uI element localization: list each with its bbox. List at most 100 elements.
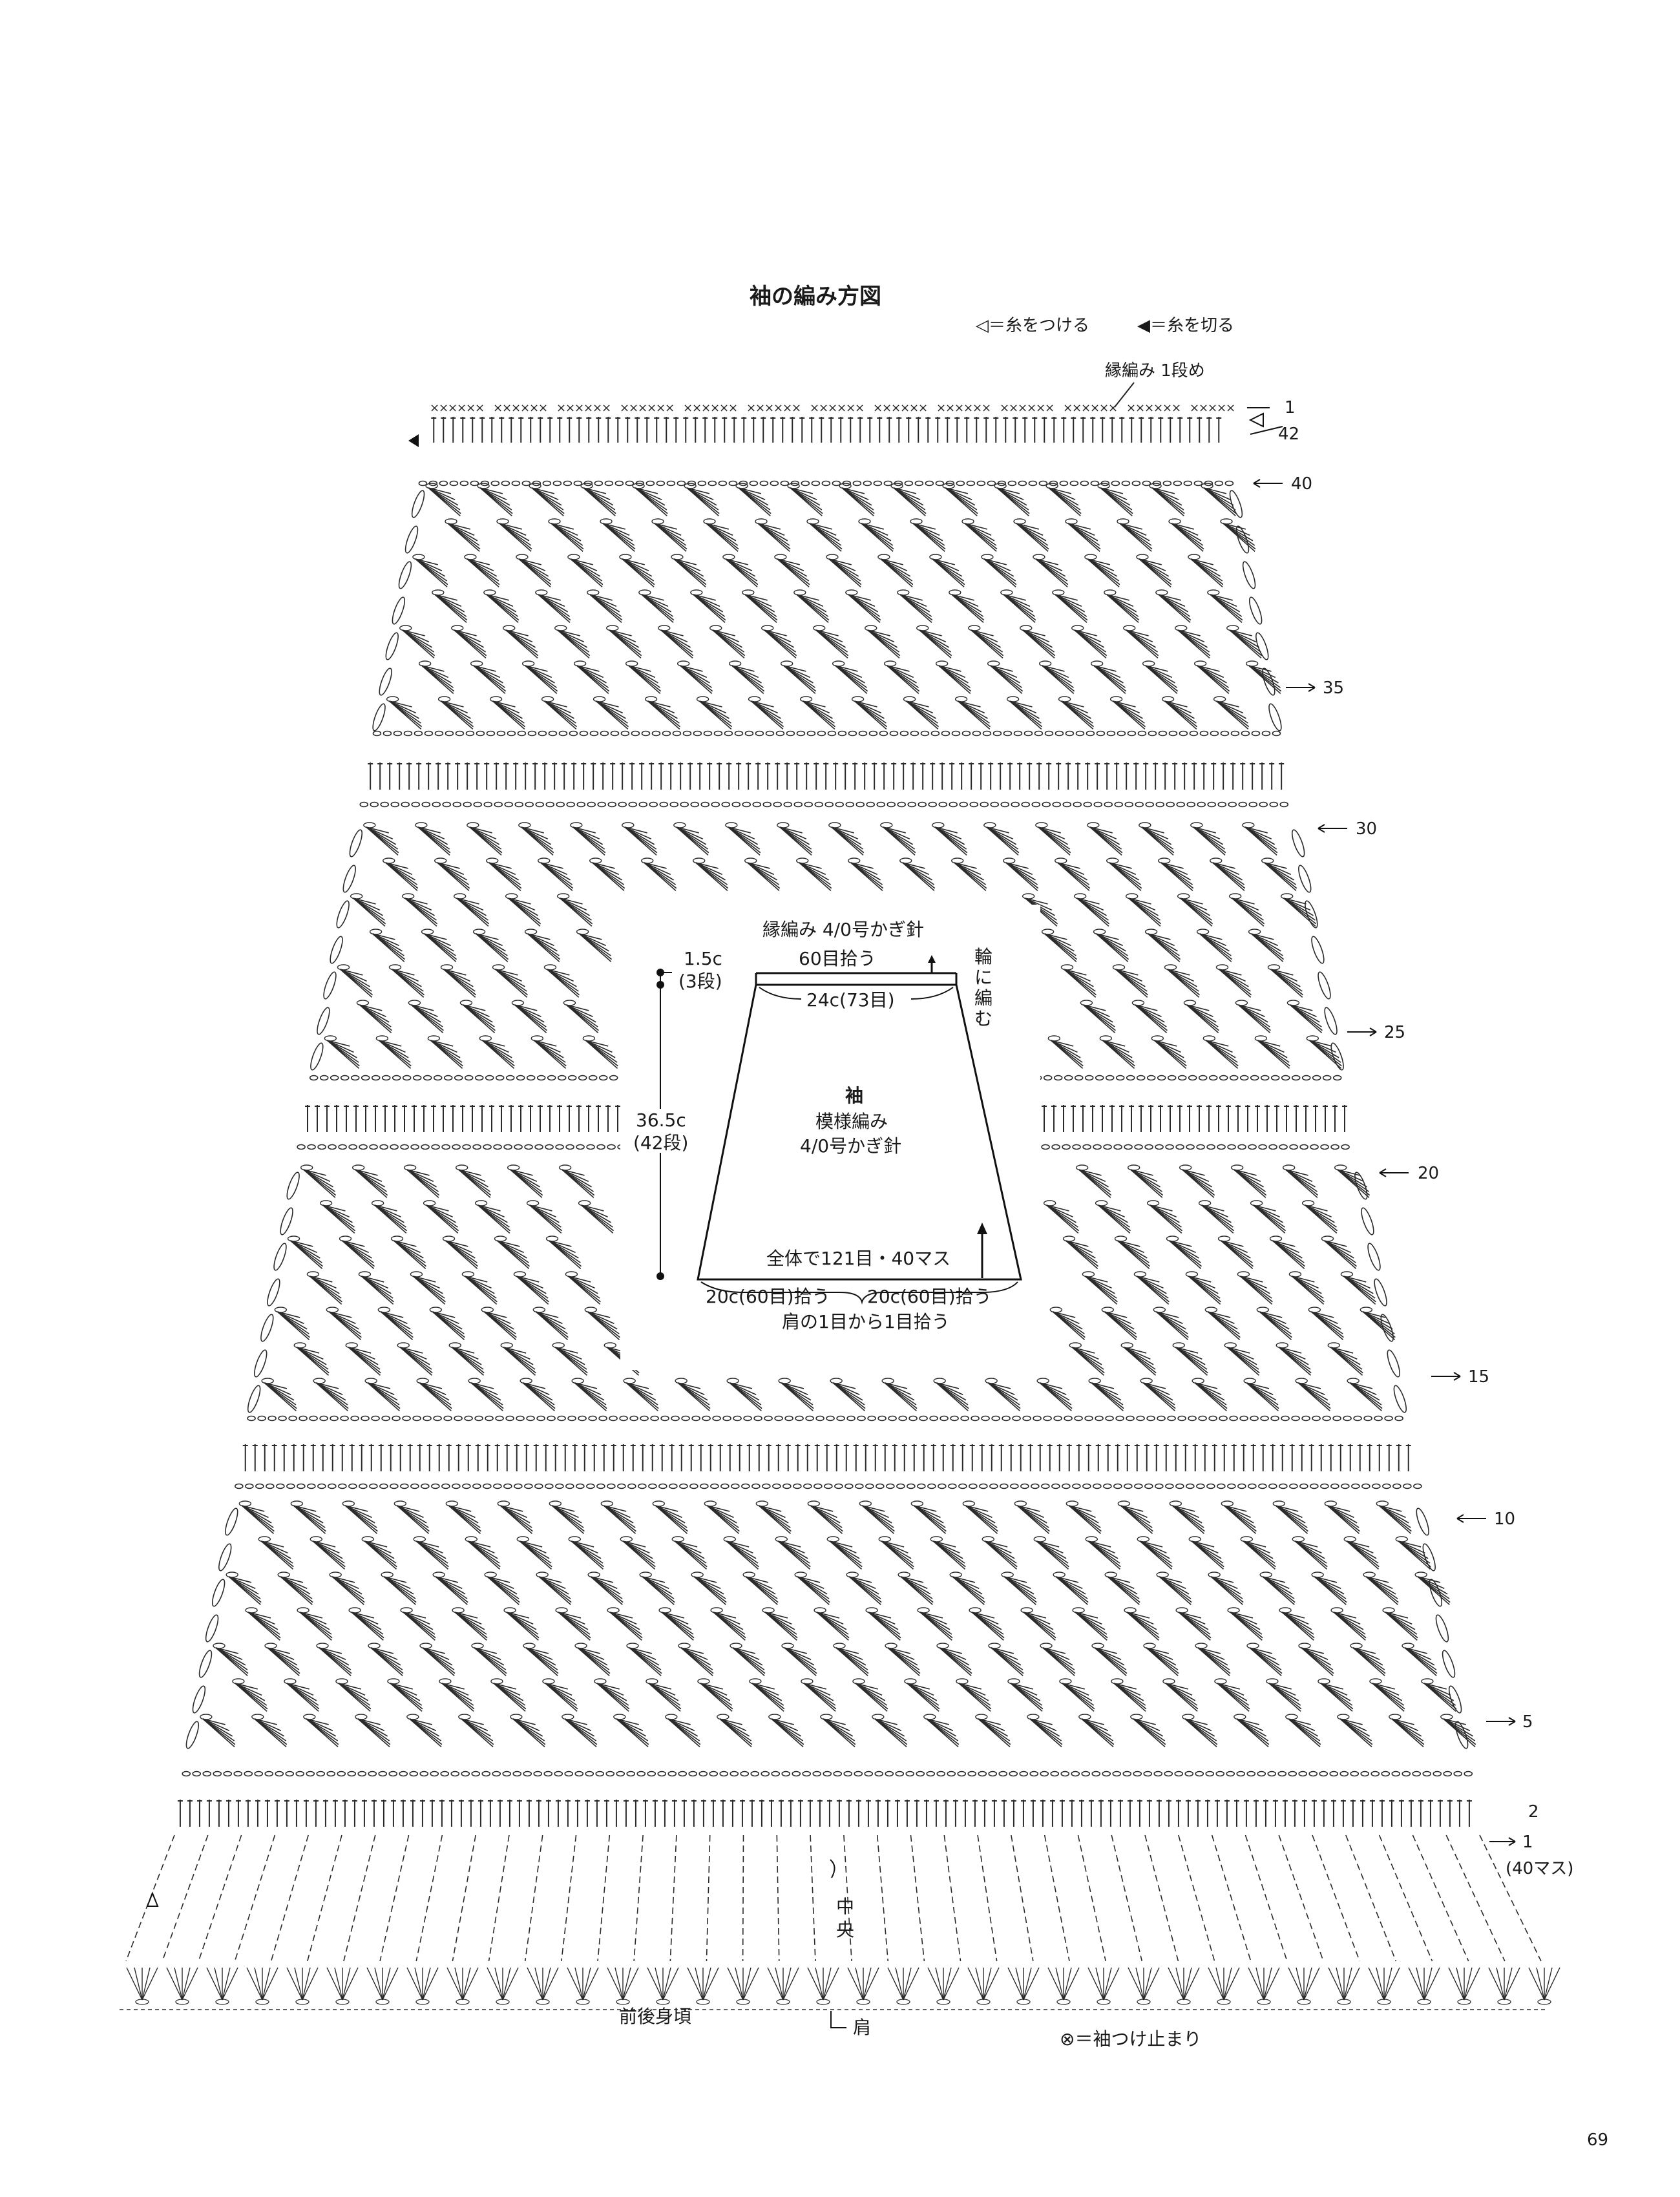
shell-stitch-symbol [1389, 1714, 1425, 1747]
shell-stitch-symbol [342, 1500, 378, 1534]
chain-stitch-symbol [1339, 1771, 1349, 1777]
shell-stitch-symbol [1149, 483, 1185, 516]
shell-stitch-symbol [297, 1607, 333, 1641]
shell-stitch-symbol [1078, 1714, 1115, 1747]
chain-stitch-symbol [796, 730, 806, 737]
shell-stitch-symbol [1213, 696, 1250, 730]
chain-stitch-symbol [503, 1483, 512, 1489]
body-shell-symbol [1288, 1967, 1320, 2005]
shell-stitch-symbol [1090, 660, 1127, 694]
chain-stitch-symbol [1464, 1771, 1473, 1777]
chain-stitch-symbol [1198, 1415, 1207, 1422]
chain-stitch-symbol [483, 801, 493, 808]
pattern-label: 模様編み [815, 1111, 888, 1132]
shell-stitch-symbol [1192, 1378, 1228, 1411]
chain-stitch-symbol [762, 1483, 771, 1489]
shell-stitch-symbol [1246, 1643, 1283, 1676]
chain-stitch-symbol [1270, 1075, 1280, 1081]
chain-stitch-symbol [958, 1483, 967, 1489]
chain-stitch-symbol [578, 1415, 587, 1422]
shell-stitch-symbol [427, 1035, 463, 1069]
chain-stitch-symbol [452, 1483, 461, 1489]
chain-stitch-symbol [1332, 1075, 1342, 1081]
chain-stitch-symbol [569, 730, 578, 737]
chain-stitch-symbol [782, 1483, 792, 1489]
chain-stitch-symbol [835, 801, 845, 808]
shell-stitch-symbol [1117, 1500, 1153, 1534]
pickup-guide-line [977, 1834, 998, 1962]
shell-stitch-symbol [467, 822, 503, 856]
shell-stitch-symbol [1106, 857, 1142, 891]
chain-stitch-symbol [319, 1415, 328, 1422]
chain-stitch-symbol [936, 1771, 946, 1777]
chain-stitch-symbol [496, 730, 506, 737]
chain-stitch-symbol [886, 1483, 895, 1489]
shell-stitch-symbol [1072, 1607, 1108, 1641]
shell-stitch-symbol [584, 1307, 620, 1340]
shell-stitch-symbol [1069, 1342, 1105, 1376]
chain-stitch-symbol [493, 1144, 502, 1150]
shell-stitch-symbol [742, 589, 778, 623]
single-crochet-symbol: × [502, 401, 512, 415]
shell-stitch-symbol [399, 625, 436, 658]
chain-stitch-symbol [1052, 801, 1062, 808]
chain-stitch-symbol [649, 801, 658, 808]
chain-stitch-symbol [1258, 1144, 1267, 1150]
body-shell-symbol [446, 1967, 479, 2005]
chain-stitch-symbol [348, 1483, 357, 1489]
shell-stitch-symbol [671, 554, 707, 587]
shell-stitch-symbol [1179, 1164, 1215, 1198]
shell-stitch-symbol [881, 1378, 918, 1411]
pickup-left-label: 20c(60目)拾う [706, 1286, 830, 1307]
round-char-3: 編 [974, 987, 992, 1009]
shell-stitch-symbol [516, 1536, 552, 1570]
chain-stitch-symbol [960, 1415, 969, 1422]
shell-stitch-symbol [1220, 518, 1256, 552]
chain-stitch-symbol [555, 1144, 564, 1150]
chain-stitch-symbol [390, 1144, 399, 1150]
piece-name: 袖 [845, 1085, 863, 1106]
chain-stitch-symbol [856, 801, 865, 808]
legend-cut-yarn: ◀＝糸を切る [1137, 316, 1234, 335]
chain-stitch-symbol [1009, 1771, 1018, 1777]
chain-stitch-symbol [503, 1144, 512, 1150]
chain-stitch-symbol [1288, 1771, 1297, 1777]
chain-stitch-symbol [514, 801, 524, 808]
chain-stitch-symbol [678, 1771, 688, 1777]
shell-stitch-symbol [1071, 625, 1108, 658]
shell-stitch-symbol [576, 929, 613, 962]
pickup-guide-line [1244, 1834, 1288, 1962]
body-shell-symbol [126, 1967, 158, 2005]
chain-stitch-symbol [1022, 1415, 1031, 1422]
shell-stitch-symbol [1097, 483, 1133, 516]
shell-stitch-symbol [238, 1500, 275, 1534]
chain-stitch-symbol [545, 1144, 554, 1150]
chain-stitch-symbol [555, 1483, 564, 1489]
shell-stitch-symbol [710, 1607, 746, 1641]
chain-stitch-symbol [547, 1075, 556, 1081]
body-label: 前後身頃 [619, 2006, 691, 2027]
chain-stitch-symbol [783, 801, 793, 808]
chain-stitch-symbol [464, 1075, 474, 1081]
chain-stitch-symbol [1246, 1771, 1256, 1777]
chain-stitch-symbol [1062, 1483, 1071, 1489]
shell-stitch-symbol [355, 1714, 391, 1747]
shell-stitch-symbol [1036, 1378, 1073, 1411]
chain-stitch-symbol [708, 480, 717, 487]
chain-stitch-symbol [605, 1771, 615, 1777]
chain-stitch-symbol [309, 1075, 319, 1081]
shell-stitch-symbol [1099, 1035, 1135, 1069]
single-crochet-symbol: × [466, 401, 476, 415]
shell-stitch-symbol [1142, 660, 1179, 694]
shell-stitch-symbol [1062, 1235, 1098, 1269]
shell-stitch-symbol [1185, 1271, 1221, 1305]
shell-stitch-symbol [1266, 1678, 1302, 1712]
chain-stitch-symbol [379, 1483, 388, 1489]
shell-stitch-symbol [455, 1164, 492, 1198]
shell-stitch-symbol [464, 554, 500, 587]
shell-stitch-symbol [644, 696, 681, 730]
shell-stitch-symbol [1261, 857, 1297, 891]
chain-stitch-symbol [361, 1075, 370, 1081]
chain-stitch-symbol [1145, 801, 1155, 808]
chain-stitch-symbol [1042, 801, 1051, 808]
